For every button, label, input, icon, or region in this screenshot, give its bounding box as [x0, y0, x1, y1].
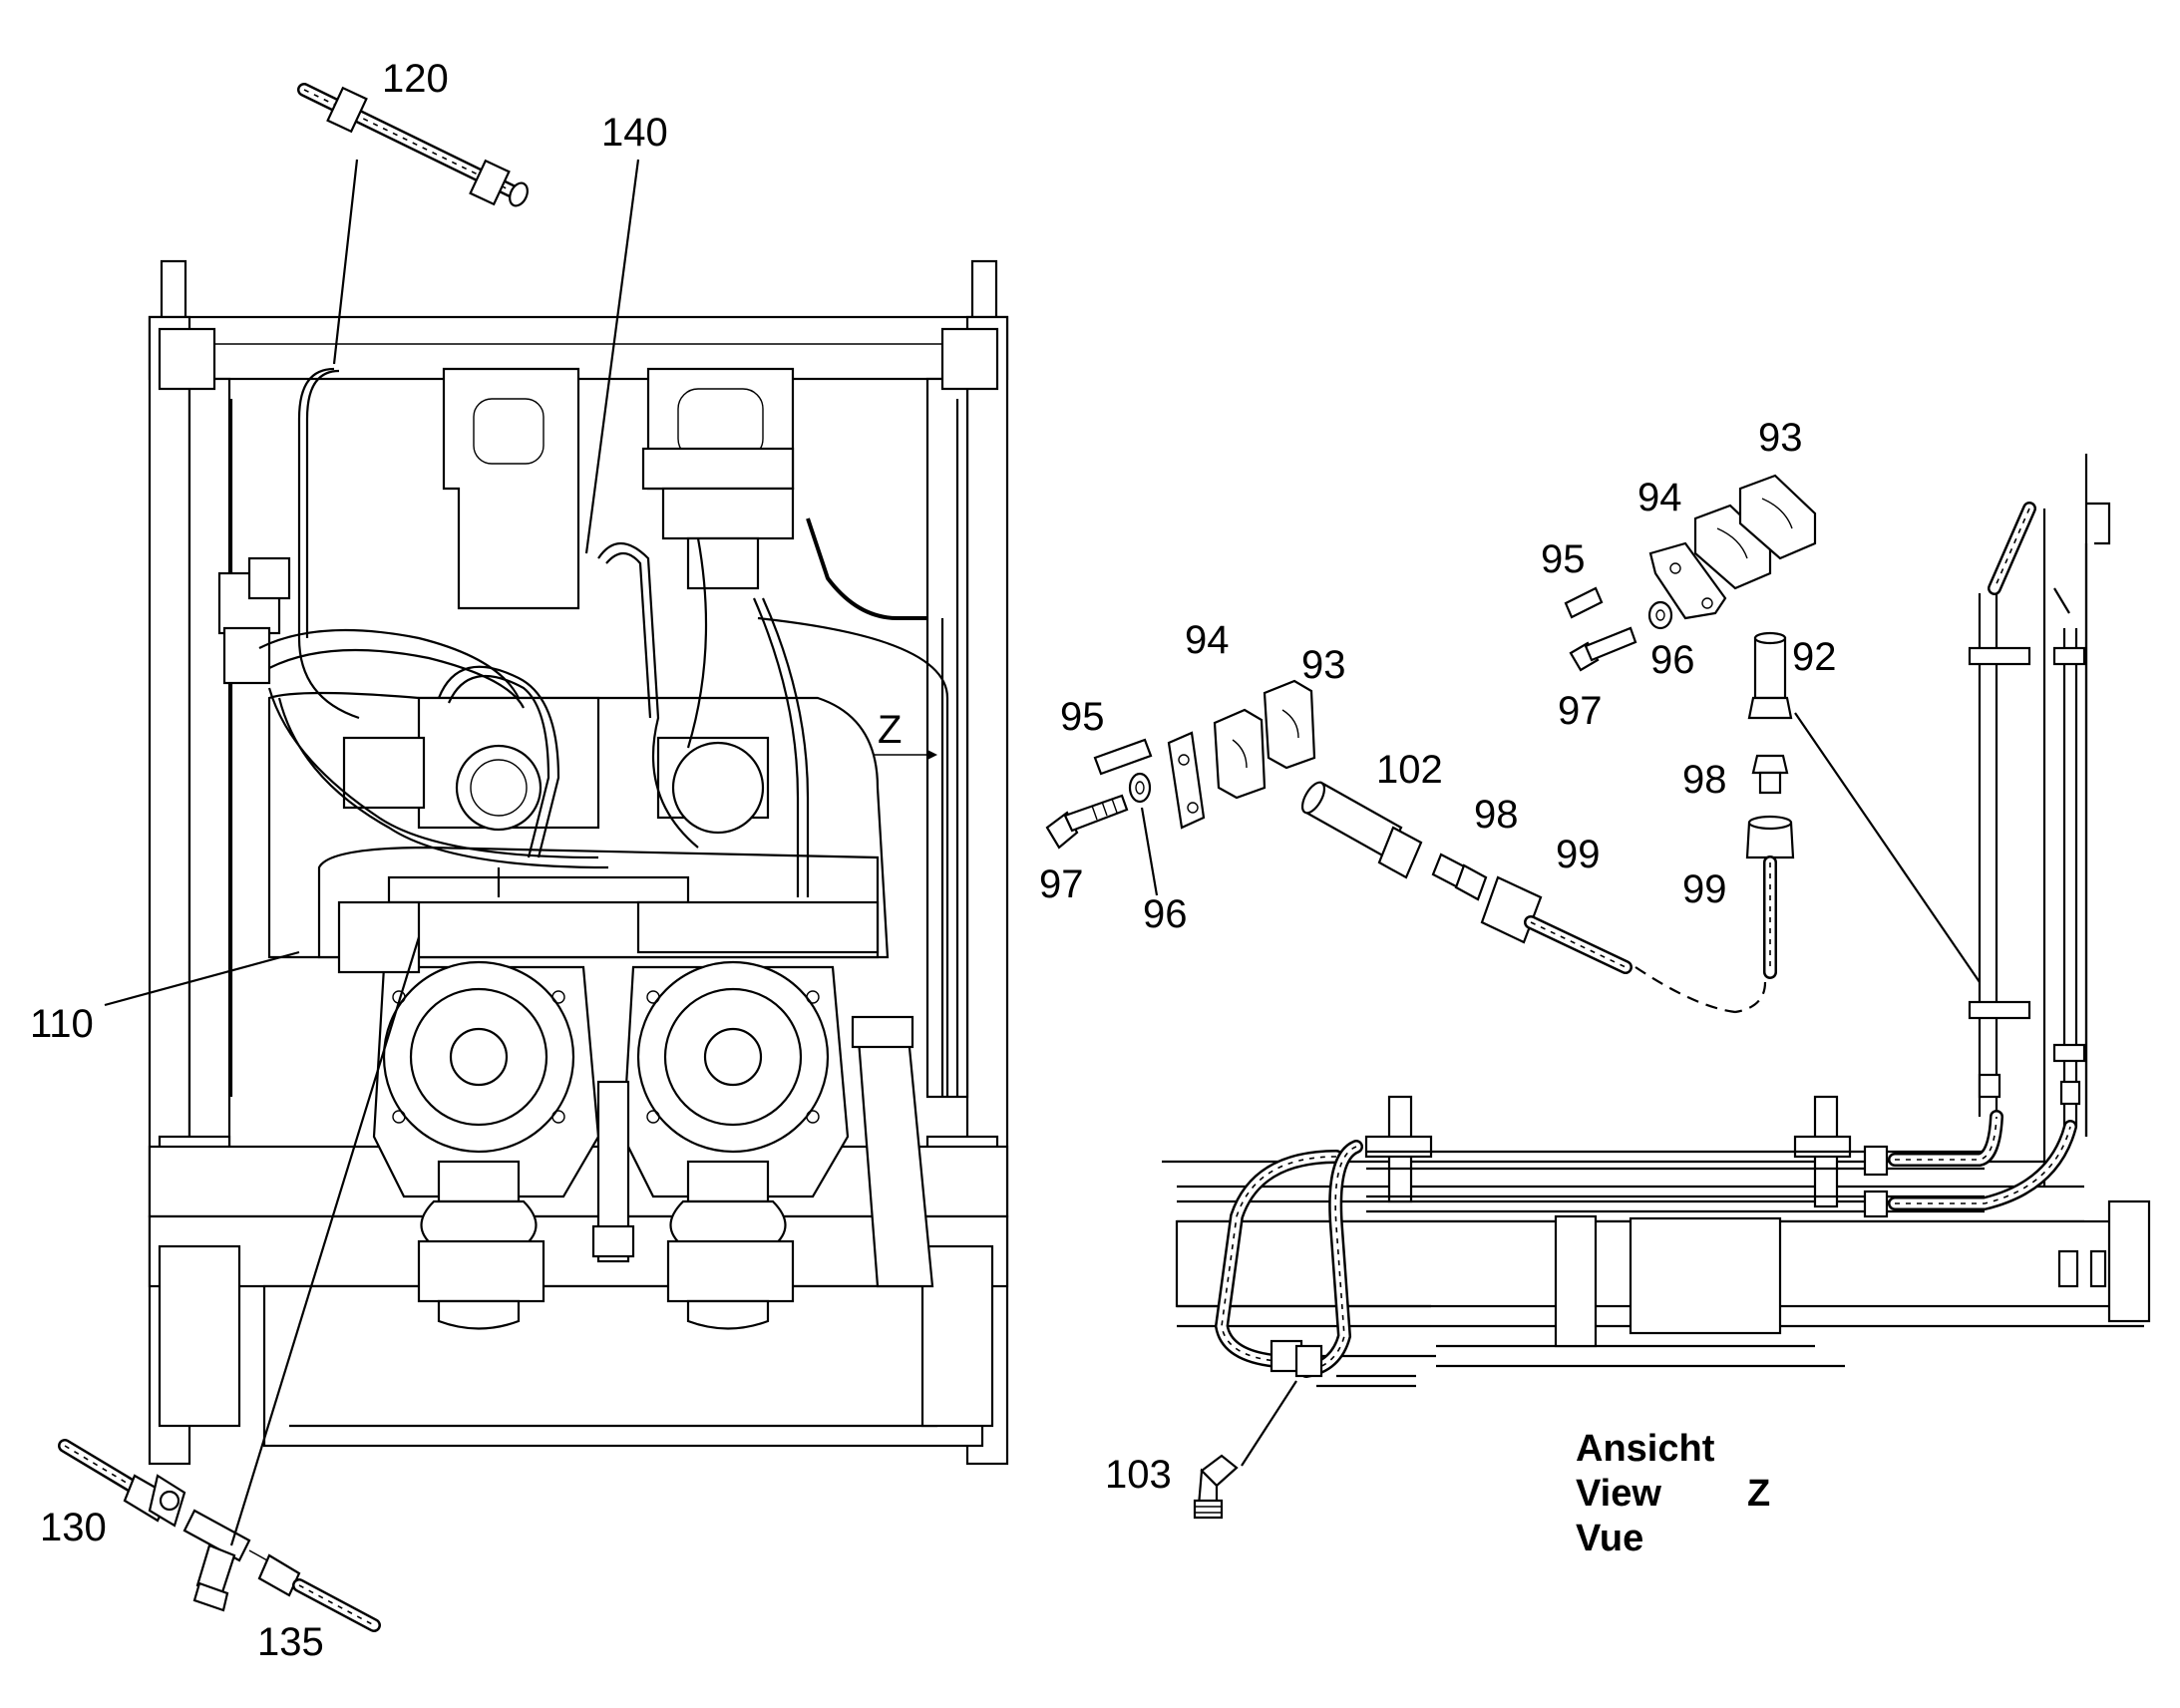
callout-102: 102 [1376, 748, 1443, 792]
callout-96a: 96 [1143, 892, 1188, 936]
view-z-frame [1162, 454, 2151, 1520]
callout-94b: 94 [1637, 476, 1682, 519]
leader-120 [332, 159, 359, 365]
part-135-tee-hose [182, 1509, 381, 1632]
pipe-fitting-set-b [1734, 631, 1795, 1014]
pipe-fitting-set-a [1300, 781, 1736, 1014]
callout-94a: 94 [1185, 618, 1230, 662]
view-z-arrow: Z [873, 708, 937, 760]
callout-135: 135 [257, 1620, 324, 1664]
callout-140: 140 [601, 111, 668, 155]
callout-97a: 97 [1039, 862, 1084, 906]
view-label-view: View [1576, 1473, 1661, 1515]
leader-140 [584, 159, 640, 554]
callout-130: 130 [40, 1506, 107, 1549]
leader-103 [1241, 1380, 1297, 1467]
callout-98b: 98 [1682, 758, 1727, 802]
view-label-ansicht: Ansicht [1576, 1428, 1715, 1470]
callout-96b: 96 [1650, 638, 1695, 682]
clamp-set-a [1045, 679, 1316, 850]
callout-95b: 95 [1541, 537, 1586, 581]
clamp-set-b [1564, 474, 1817, 672]
view-label-letter: Z [1747, 1473, 1770, 1515]
part-130-hose [58, 1439, 186, 1528]
callout-97b: 97 [1558, 689, 1603, 733]
view-label: Ansicht View Vue Z [1576, 1428, 1770, 1559]
callout-98a: 98 [1474, 793, 1519, 837]
view-label-vue: Vue [1576, 1518, 1643, 1559]
view-z-marker: Z [878, 708, 902, 752]
machine-hoses [258, 367, 949, 1097]
part-120-hose [297, 83, 529, 207]
leader-92 [1794, 712, 1981, 983]
pump-assembly [267, 691, 934, 1330]
leader-96a [1140, 807, 1159, 896]
callout-93b: 93 [1758, 416, 1803, 460]
callout-120: 120 [382, 57, 449, 101]
callout-95a: 95 [1060, 695, 1105, 739]
callout-103: 103 [1105, 1453, 1172, 1497]
callout-99b: 99 [1682, 867, 1727, 911]
bolt-circle [392, 990, 820, 1124]
callout-99a: 99 [1556, 833, 1601, 876]
leader-110 [104, 950, 300, 1007]
callout-93a: 93 [1301, 643, 1346, 687]
leader-135 [229, 936, 421, 1546]
callout-110: 110 [30, 1002, 94, 1046]
callout-92: 92 [1792, 635, 1837, 679]
